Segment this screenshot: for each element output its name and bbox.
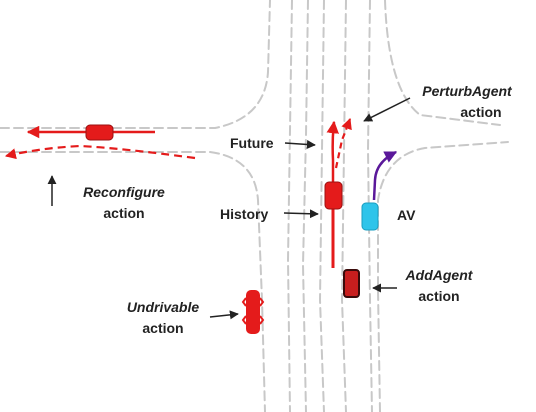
history-vehicle	[324, 181, 343, 210]
autonomous-vehicle	[361, 150, 398, 231]
perturb-agent-label: PerturbAgent	[422, 83, 513, 99]
history-pointer-arrow	[283, 209, 319, 219]
reconfigured-agent	[4, 124, 196, 160]
lane-line	[301, 0, 309, 412]
future-pointer-arrow	[284, 139, 316, 149]
undrivable-agent	[241, 290, 265, 334]
lane-line	[340, 0, 347, 412]
reconfigured-vehicle	[85, 124, 114, 141]
undrivable-pointer-arrow	[209, 310, 239, 320]
undrivable-label: Undrivable	[127, 299, 200, 315]
undrivable-vehicle	[246, 290, 260, 334]
history-label: History	[220, 206, 268, 222]
future-trajectory	[326, 120, 339, 200]
lane-line	[0, 151, 266, 412]
lane-line	[377, 141, 509, 412]
perturb-agent-action-label: action	[460, 104, 501, 120]
pointer-arrows	[47, 97, 411, 320]
av-label: AV	[397, 207, 416, 223]
lane-line	[0, 0, 271, 129]
add-agent-label: AddAgent	[405, 267, 474, 283]
perturb-pointer-arrow	[363, 97, 411, 122]
av-planned-path	[372, 150, 398, 201]
undrivable-action-label: action	[142, 320, 183, 336]
added-agent-vehicle	[343, 269, 360, 298]
av-vehicle	[361, 202, 379, 231]
lane-line	[286, 0, 293, 412]
add-agent-action-label: action	[418, 288, 459, 304]
history-agent	[324, 117, 352, 268]
reconfigure-label: Reconfigure	[83, 184, 165, 200]
reconfigure-action-label: action	[103, 205, 144, 221]
lane-line	[384, 0, 501, 126]
future-label: Future	[230, 135, 274, 151]
lane-line	[318, 0, 325, 412]
